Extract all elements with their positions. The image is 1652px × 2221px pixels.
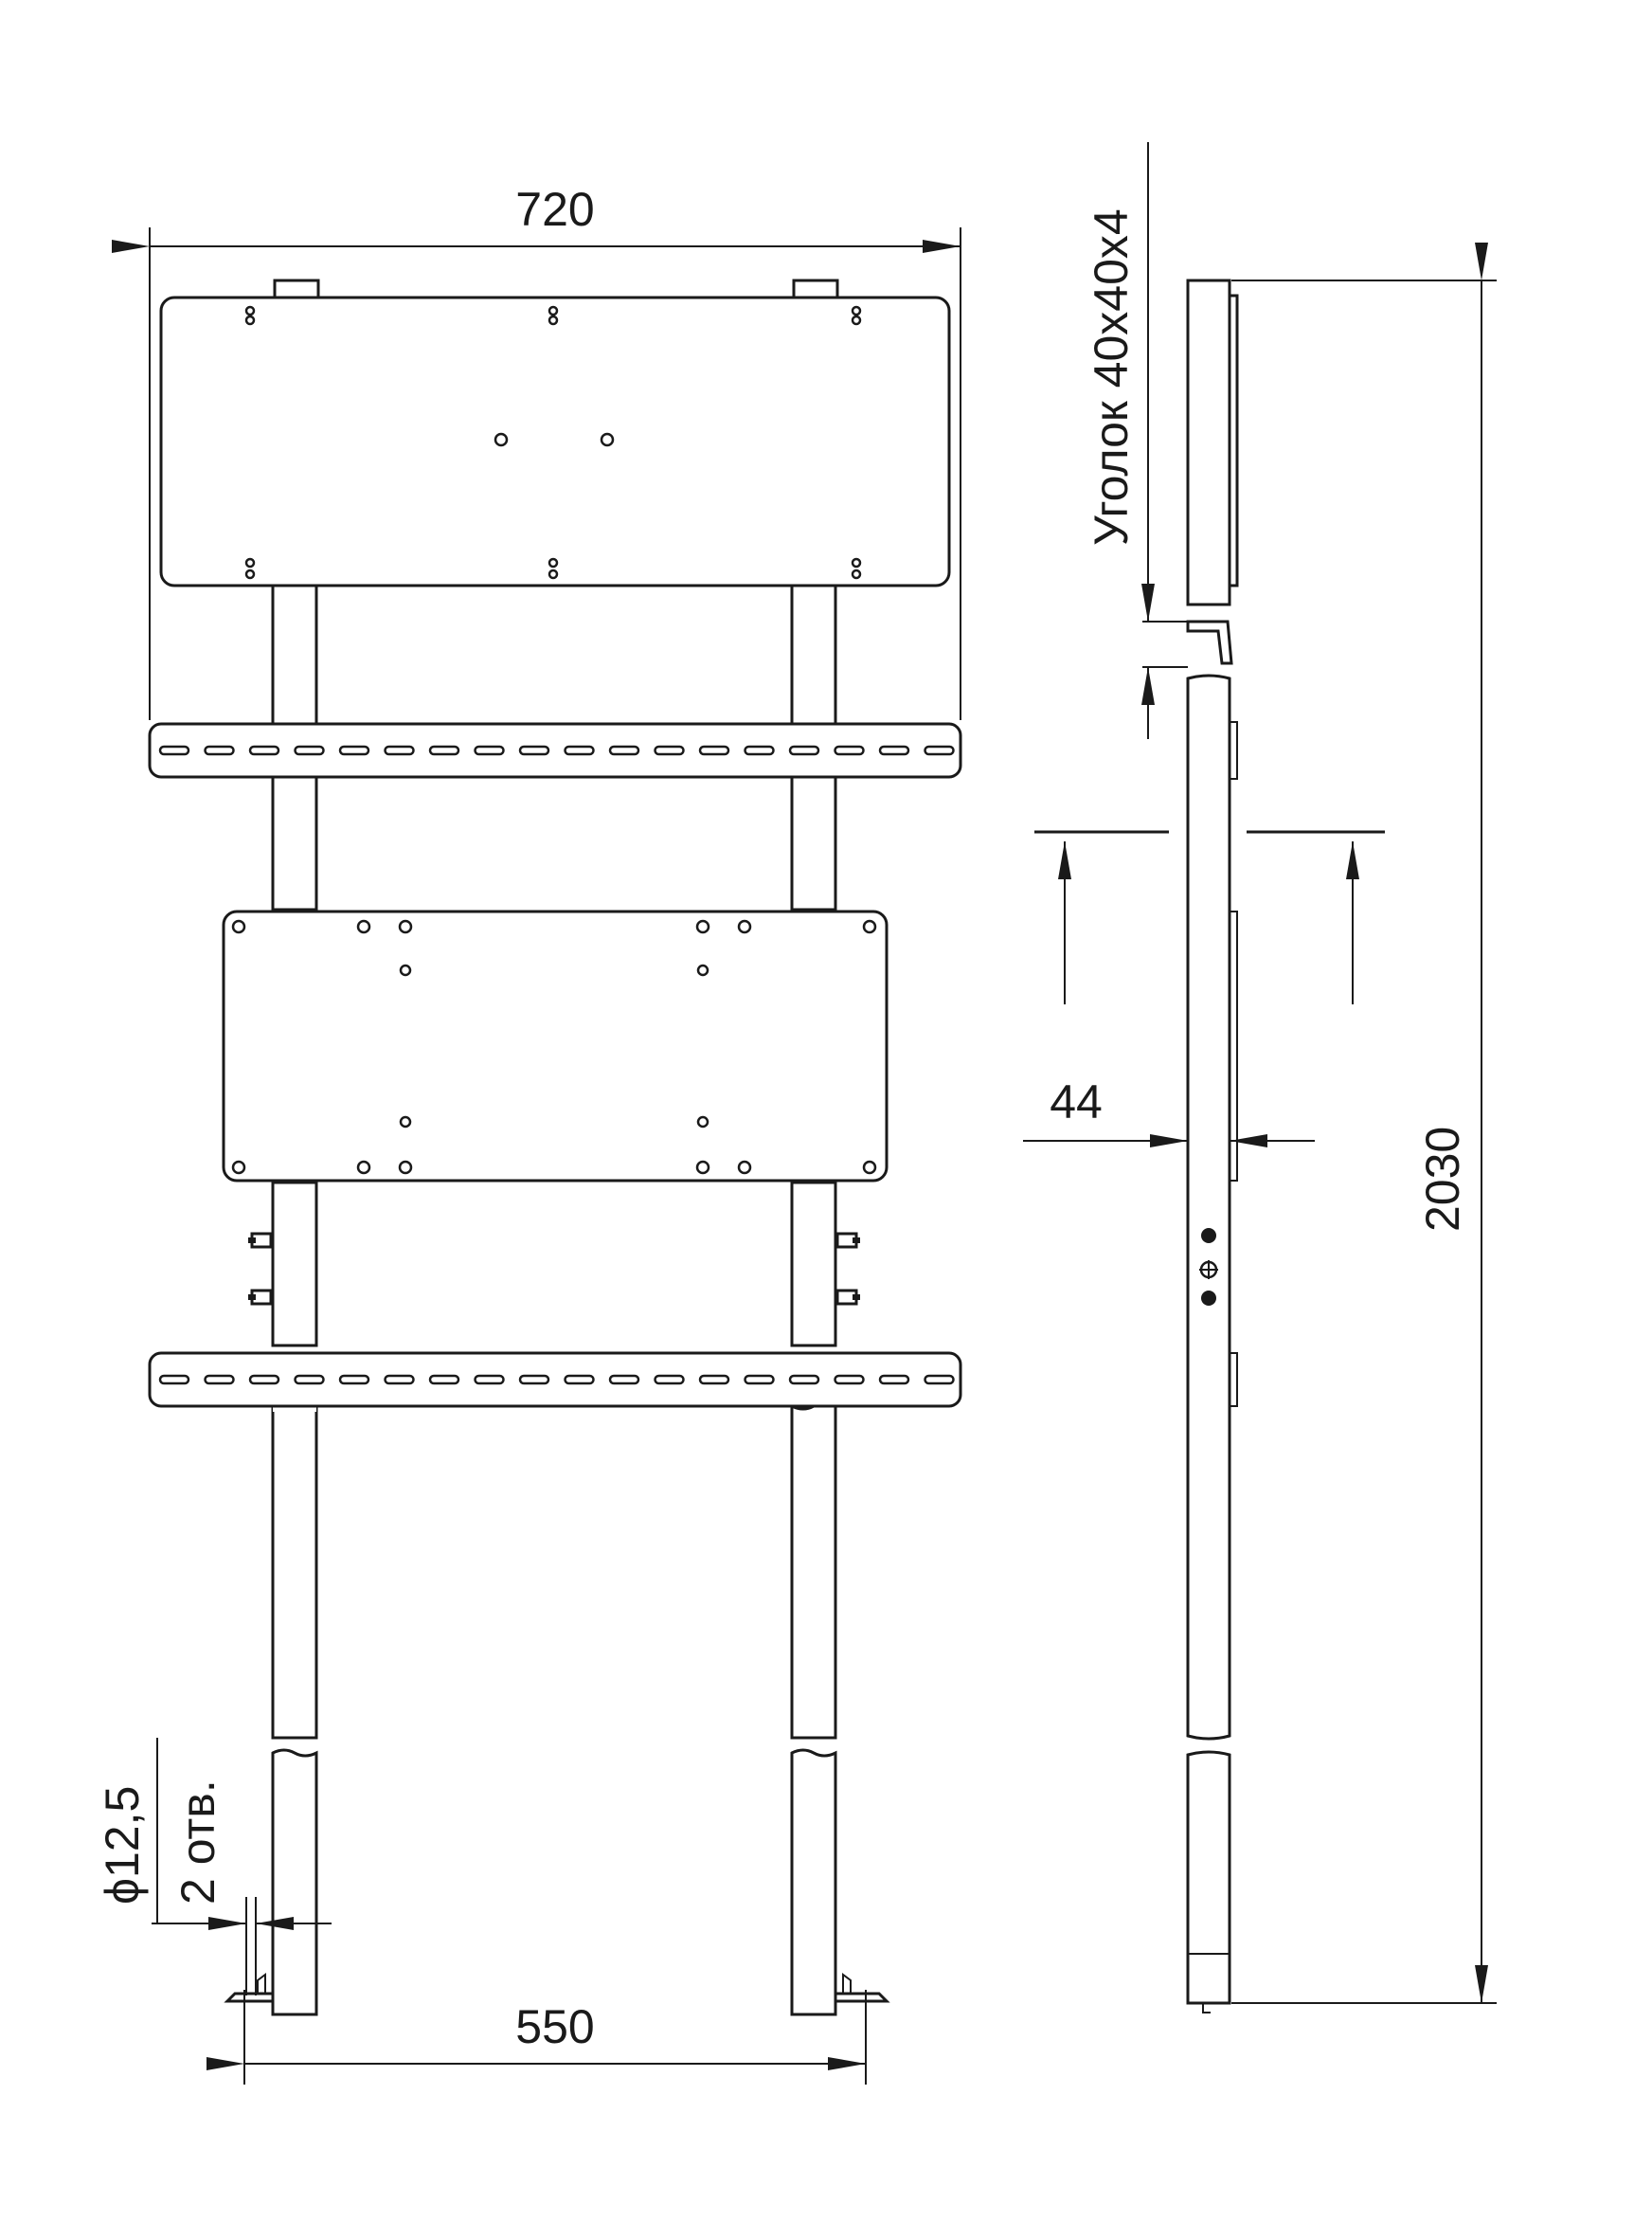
crossbar-slot — [428, 1374, 460, 1385]
side-upper-segment — [1186, 279, 1231, 606]
depth-dimension-label: 44 — [1050, 1075, 1103, 1129]
crossbar-slot — [338, 745, 370, 756]
lower-slotted-crossbar — [148, 1351, 962, 1408]
crossbar-slot — [294, 745, 325, 756]
section-markers — [1034, 830, 1385, 1004]
right-foot-bracket — [834, 1973, 890, 2003]
width-dimension-label: 720 — [515, 183, 594, 236]
crossbar-slot — [744, 745, 775, 756]
crossbar-slot — [248, 745, 280, 756]
base-spacing-dimension: 550 — [206, 1990, 867, 2085]
right-upright — [790, 584, 837, 2016]
side-view — [1186, 279, 1239, 2013]
side-bolt-top — [1201, 1228, 1216, 1243]
depth-dimension: 44 — [1023, 1075, 1315, 1165]
crossbar-slot — [878, 1374, 910, 1385]
crossbar-slot — [834, 745, 865, 756]
middle-plate-holes — [231, 919, 877, 1175]
hole-diameter-label: ϕ12,5 — [96, 1786, 149, 1905]
crossbar-slot — [834, 1374, 865, 1385]
upper-slotted-crossbar — [148, 722, 962, 779]
crossbar-slot — [744, 1374, 775, 1385]
top-mounting-plate — [159, 296, 951, 587]
height-dimension: 2030 — [1231, 243, 1497, 2004]
crossbar-slot — [654, 745, 685, 756]
front-view — [148, 279, 962, 2016]
side-bolts — [248, 1232, 860, 1306]
crossbar-slot — [788, 745, 820, 756]
crossbar-slot — [654, 1374, 685, 1385]
crossbar-slot — [698, 1374, 730, 1385]
crossbar-slot — [924, 745, 955, 756]
crossbar-slot — [158, 1374, 190, 1385]
crossbar-slot — [698, 745, 730, 756]
hole-diameter-dimension: ϕ12,5 2 отв. — [96, 1738, 332, 1995]
crossbar-slot — [608, 745, 640, 756]
crossbar-slot — [474, 1374, 505, 1385]
crossbar-slot — [248, 1374, 280, 1385]
side-lower-segment — [1186, 1750, 1231, 2005]
crossbar-slot — [924, 1374, 955, 1385]
crossbar-slot — [384, 1374, 415, 1385]
crossbar-slot — [294, 1374, 325, 1385]
height-dimension-label: 2030 — [1416, 1127, 1469, 1232]
angle-profile-callout: Уголок 40х40х4 — [1085, 142, 1188, 739]
left-foot-bracket — [224, 1973, 275, 2003]
crossbar-slot — [564, 1374, 595, 1385]
middle-mounting-plate — [222, 910, 889, 1183]
side-main-segment — [1186, 674, 1231, 1741]
angle-profile-section — [1186, 620, 1233, 665]
top-plate-holes — [244, 305, 862, 580]
crossbar-slot — [204, 1374, 235, 1385]
crossbar-slot — [428, 745, 460, 756]
crossbar-slot — [158, 745, 190, 756]
crossbar-slot — [518, 745, 550, 756]
crossbar-slot — [384, 745, 415, 756]
crossbar-slot — [564, 745, 595, 756]
crossbar-slot — [474, 745, 505, 756]
crossbar-slot — [608, 1374, 640, 1385]
left-upright — [271, 584, 318, 2016]
angle-profile-label: Уголок 40х40х4 — [1085, 208, 1138, 546]
crossbar-slot — [204, 745, 235, 756]
crossbar-slot — [338, 1374, 370, 1385]
width-dimension: 720 — [112, 183, 961, 720]
crossbar-slot — [518, 1374, 550, 1385]
hole-count-label: 2 отв. — [171, 1779, 224, 1905]
crossbar-slot — [878, 745, 910, 756]
base-spacing-label: 550 — [515, 2000, 594, 2053]
side-bolt-bottom — [1201, 1291, 1216, 1306]
crossbar-slot — [788, 1374, 820, 1385]
